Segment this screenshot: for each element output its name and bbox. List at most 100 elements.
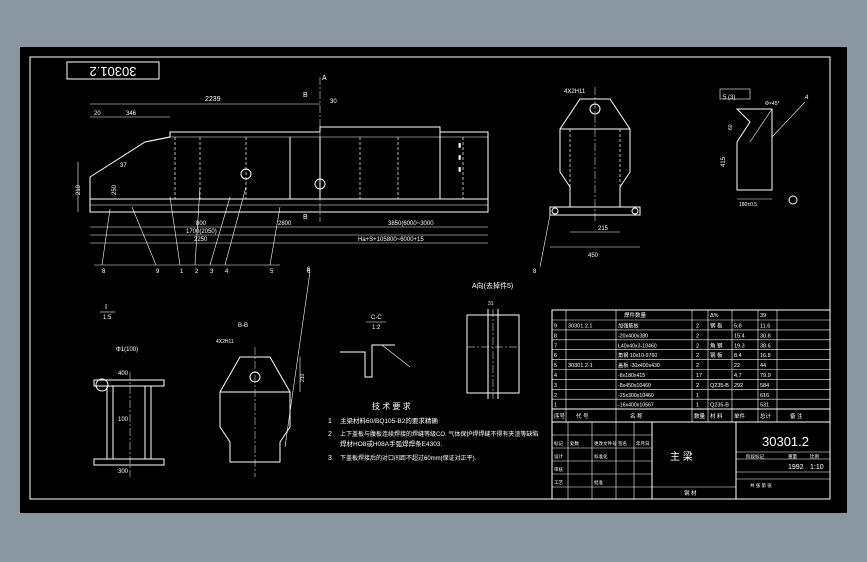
bom-cell-w2: 79.9 [760, 373, 771, 379]
bom-cell-w1: 4.7 [734, 373, 742, 379]
tb-sheet: 共 张 第 张 [750, 482, 772, 489]
section-i-view: Ⅰ 1:5 Φ1(100) 400 100 300 [93, 304, 165, 477]
bom-cell-mat: 角 钢 [710, 341, 723, 349]
bom-cell-w2: 584 [760, 383, 769, 389]
bom-cell-mat: 钢 板 [710, 351, 723, 359]
weld-symbol-2: ▮ [458, 155, 461, 161]
bom-header-cell: 序号 [554, 412, 566, 420]
tb-design: 设计 [554, 453, 563, 460]
end-view-balloon-8: 8 [533, 269, 537, 275]
a-view-label: A向(去掉件5) [472, 281, 513, 290]
part-name: 主 梁 [670, 450, 693, 463]
dim-top: 2239 [205, 96, 221, 103]
section-bb-label: B-B [238, 323, 248, 329]
bom-cell-qty: 1 [696, 403, 699, 409]
bom-cell-mat: Q235-B [710, 403, 729, 409]
bom-cell-w1: 5.8 [734, 324, 742, 330]
bom-header-cell: 备 注 [790, 412, 803, 420]
tb-year: 1992 [788, 464, 804, 471]
bom-cell-w2: 30.8 [760, 333, 771, 339]
section-cc-ratio: 1:2 [372, 325, 381, 331]
bom-cell-w1: 292 [734, 383, 743, 389]
bom-cell-n: 9 [554, 324, 557, 330]
balloons: 8 9 1 2 3 4 5 6 [94, 186, 311, 275]
section-i-dim: Φ1(100) [116, 347, 138, 353]
cad-drawing: 30301.2 2239 20 346 A B B 30 ▮ [29, 56, 831, 500]
tb-material: 钢 材 [684, 489, 697, 497]
bom-cell-qty: 2 [696, 383, 699, 389]
tb-sign: 签名 [618, 440, 627, 447]
drawing-number-rotated: 30301.2 [90, 64, 137, 79]
bom-cell-qty: 1 [696, 393, 699, 399]
bom-cell-n: 2 [554, 393, 557, 399]
tech-req-2b-text: 焊材HO8或H08A手弧焊焊条E4303. [340, 439, 442, 448]
section-b-label-top: B [303, 92, 308, 99]
dim-60: 60 [728, 124, 734, 130]
end-view-label: 4X2H11 [564, 89, 586, 95]
bom-cell-qty: 17 [696, 373, 702, 379]
bom-header: 序号代 号名 称数量材 料单件总计备 注 [554, 412, 803, 420]
weld-symbol-3: ▮ [458, 167, 461, 173]
section-i-ratio: 1:5 [103, 315, 112, 321]
bom-top-header3: 39 [760, 313, 766, 319]
bom-cell-n: 1 [554, 403, 557, 409]
tb-approve: 批准 [594, 479, 603, 486]
bom-header-cell: 名 称 [630, 412, 643, 420]
detail-label: 5 (3) [723, 95, 735, 101]
tech-requirements: 技 术 要 求 1 主梁材料60/BQ105-B2的要求精确 2 上下盖板与腹板… [328, 401, 538, 462]
tech-req-1-text: 主梁材料60/BQ105-B2的要求精确 [340, 416, 438, 425]
bom-cell-w2: 16.8 [760, 353, 771, 359]
bom-cell-name: -16x400x10567 [618, 403, 654, 409]
drawing-sheet: 30301.2 2239 20 346 A B B 30 ▮ [20, 47, 847, 513]
balloon-3: 3 [210, 269, 214, 275]
dim-415: 415 [721, 156, 727, 167]
bom-cell-name: L40x40x3-10460 [618, 343, 657, 349]
tech-req-1-num: 1 [328, 418, 332, 425]
detail-plate-view: 5 (3) Φ×45° 415 60 180±0.5 4 [719, 88, 809, 208]
tb-stage: 阶段标记 [746, 453, 764, 460]
bom-top-header: 焊件数量 [624, 311, 647, 319]
dim-span: 3850(6000~3000 [388, 221, 434, 227]
bom-cell-code: 30301.2.1 [568, 324, 592, 330]
dim-2800: 2800 [278, 221, 292, 227]
bom-cell-w2: 38.6 [760, 343, 771, 349]
section-balloon-6: 6 [307, 267, 311, 273]
section-cc-view: C-C 1:2 [340, 315, 411, 378]
tech-req-3-num: 3 [328, 455, 332, 462]
sheet-border [29, 56, 831, 500]
bom-header-cell: 代 号 [576, 412, 589, 420]
bom-cell-name: 加强筋板 [618, 322, 640, 330]
bom-top-header2: Δ% [710, 313, 719, 319]
dim-300: 300 [118, 469, 129, 475]
bom-header-cell: 单件 [734, 412, 746, 420]
dim-346: 346 [126, 111, 137, 117]
bom-cell-w1: 15.4 [734, 333, 745, 339]
bom-cell-qty: 2 [696, 333, 699, 339]
tb-scale-label: 比例 [810, 453, 819, 460]
tb-process: 工艺 [554, 480, 563, 485]
tb-scale: 1:10 [810, 464, 824, 471]
dim-20: 20 [94, 111, 101, 117]
dim-1700: 1700(2050) [186, 229, 217, 235]
section-bb-sublabel: 4X2H11 [216, 339, 234, 345]
bom-cell-name: -25x300x10460 [618, 393, 654, 399]
bom-header-cell: 数量 [694, 412, 706, 420]
bom-cell-qty: 2 [696, 363, 699, 369]
tech-req-3-text: 下盖板焊接后的对口间距不超过60mm(保证对正平). [340, 454, 477, 462]
bom-header-cell: 材 料 [710, 412, 723, 420]
tb-mark: 标记 [554, 440, 563, 447]
dim-210: 210 [76, 184, 82, 195]
bom-cell-mat: Q235-B [710, 383, 729, 389]
balloon-4: 4 [225, 269, 229, 275]
tb-count: 处数 [570, 440, 579, 447]
tb-weight: 重量 [788, 453, 797, 460]
main-elevation-view: 2239 20 346 A B B 30 ▮ ▮ ▮ 210 [76, 75, 489, 275]
bom-cell-n: 4 [554, 373, 557, 379]
bom-cell-n: 3 [554, 383, 557, 389]
bom-cell-name: -20x400x380 [618, 333, 648, 339]
section-i-label: Ⅰ [105, 304, 107, 311]
bom-cell-qty: 2 [696, 324, 699, 330]
a-view-dim-31: 31 [488, 301, 494, 307]
dim-100: 100 [118, 417, 129, 423]
bom-cell-w2: 531 [760, 403, 769, 409]
